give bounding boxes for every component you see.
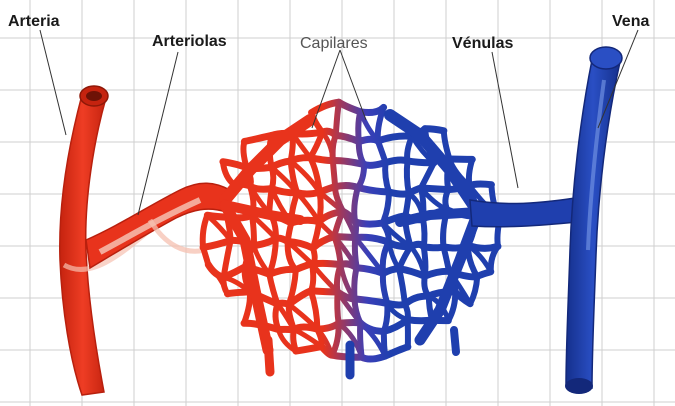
capillary-segment [470,277,477,304]
capillary-segment [359,142,364,165]
capillary-segment [296,347,322,352]
label-capilares: Capilares [300,35,368,52]
capillary-segment [383,273,387,303]
vessel-trunk [268,340,270,372]
capillary-segment [333,160,335,186]
capillary-segment [358,164,364,187]
capillary-segment [354,188,358,222]
capillary-segment [244,292,250,324]
labels: Arteria Arteriolas Capilares Vénulas Ven… [8,13,649,52]
capillary-segment [407,136,412,161]
capillary-segment [407,161,409,193]
capillary-segment [378,136,412,141]
capillary-segment [336,102,339,135]
capillary-segment [357,268,384,274]
capillary-segment [385,347,408,356]
capillary-segment [312,263,341,264]
leader-venulas [492,52,518,188]
capillary-segment [311,291,338,292]
capillary-segment [421,163,434,188]
capillary-segment [399,269,405,305]
capillary-network [203,102,500,375]
capillary-segment [360,323,362,357]
label-vena: Vena [612,13,649,30]
capillary-segment [355,222,382,224]
capillary-segment [424,247,426,276]
label-arteriolas: Arteriolas [152,33,227,50]
capillary-segment [269,269,296,274]
capillary-segment [405,296,429,304]
leader-arteria [40,30,66,135]
capillary-segment [362,356,385,359]
venule-trunk [470,198,578,227]
capillary-segment [354,268,356,299]
vessel-trunk [454,330,456,352]
label-arteria: Arteria [8,13,60,30]
capillary-segment [203,215,208,247]
capillary-segment [470,184,492,186]
vessel-trunk [400,212,478,222]
capillary-segment [336,135,359,141]
capillary-segment [425,271,449,276]
capillary-segment [333,135,336,160]
vein-vessel [565,47,622,394]
capillary-segment [407,161,433,163]
leader-arteriolas [138,52,178,215]
capillary-segment [358,188,389,192]
capillary-segment [354,299,387,303]
capillary-segment [243,141,246,167]
capillary-segment [385,162,389,192]
capillary-segment [423,219,424,247]
label-venulas: Vénulas [452,35,513,52]
